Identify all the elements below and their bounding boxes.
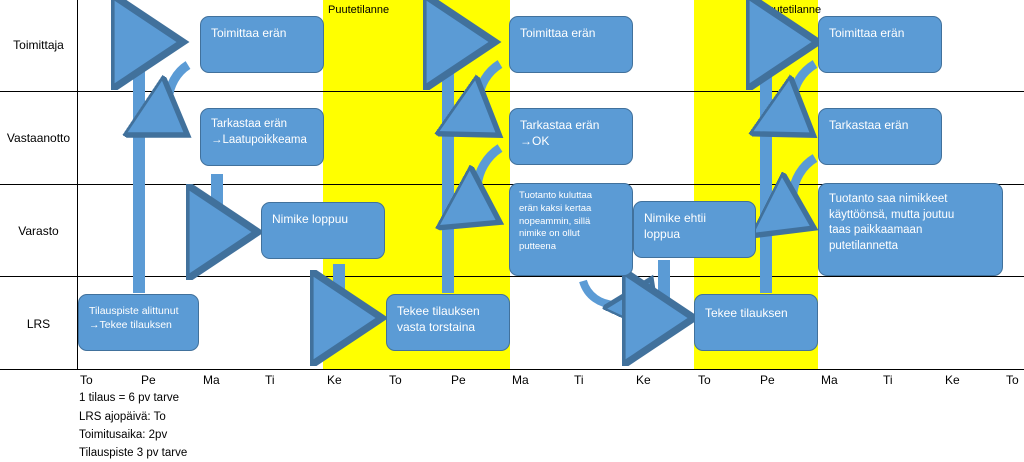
arrow-check-production-2 <box>793 154 815 224</box>
arrow-check-stock <box>217 174 246 232</box>
box-supplier-delivers-2: Toimittaa erän <box>509 16 633 73</box>
day-label: Ma <box>821 373 838 387</box>
day-label: Ti <box>574 373 584 387</box>
arrow-deliver-check-3 <box>793 60 818 130</box>
note-order-size: 1 tilaus = 6 pv tarve <box>79 392 180 404</box>
arrow-deliver-check-1 <box>168 61 188 130</box>
arrow-production-runout <box>579 281 648 305</box>
box-supplier-delivers-1: Toimittaa erän <box>200 16 324 73</box>
lane-label-lrs: LRS <box>26 317 51 331</box>
arrow-check-production <box>477 144 500 218</box>
shortage-label-1: Puutetilanne <box>328 4 390 16</box>
day-label: Pe <box>760 373 775 387</box>
lane-divider <box>0 276 1024 277</box>
day-label: Ke <box>636 373 651 387</box>
arrow-order-1 <box>139 42 171 293</box>
box-order-placed: Tekee tilauksen <box>694 294 818 351</box>
day-label: Ti <box>883 373 893 387</box>
arrow-deliver-check-2 <box>479 60 500 130</box>
lane-label-vastaanotto: Vastaanotto <box>6 131 71 145</box>
day-label: Ma <box>512 373 529 387</box>
day-label: To <box>389 373 402 387</box>
day-label: To <box>698 373 711 387</box>
day-label: Ke <box>327 373 342 387</box>
timeline-axis <box>0 369 1024 370</box>
day-label: Pe <box>141 373 156 387</box>
box-receiving-check-1: Tarkastaa erän →Laatupoikkeama <box>200 108 324 166</box>
box-supplier-delivers-3: Toimittaa erän <box>818 16 942 73</box>
arrow-runout-order <box>664 260 682 318</box>
note-delivery-time: Toimitusaika: 2pv <box>79 429 168 441</box>
box-item-runs-out: Nimike loppuu <box>261 202 385 259</box>
box-order-point-reached: Tilauspiste alittunut →Tekee tilauksen <box>78 294 199 351</box>
box-production-gets-items: Tuotanto saa nimikkeet käyttöönsä, mutta… <box>818 183 1003 276</box>
arrow-stock-lrs <box>339 264 370 318</box>
box-receiving-check-3: Tarkastaa erän <box>818 108 942 165</box>
day-label: Pe <box>451 373 466 387</box>
box-production-consumes: Tuotanto kuluttaa erän kaksi kertaa nope… <box>509 183 633 276</box>
note-lrs-run-day: LRS ajopäivä: To <box>79 411 166 423</box>
lane-divider <box>0 91 1024 92</box>
box-item-runs-out-again: Nimike ehtii loppua <box>633 201 756 258</box>
box-receiving-check-2: Tarkastaa erän →OK <box>509 108 633 165</box>
lane-label-divider <box>77 0 78 369</box>
note-order-point: Tilauspiste 3 pv tarve <box>79 447 188 459</box>
lane-label-toimittaja: Toimittaja <box>13 38 64 52</box>
lane-label-varasto: Varasto <box>18 224 59 238</box>
day-label: Ma <box>203 373 220 387</box>
day-label: To <box>80 373 93 387</box>
day-label: To <box>1006 373 1019 387</box>
day-label: Ke <box>945 373 960 387</box>
day-label: Ti <box>265 373 275 387</box>
box-order-thursday: Tekee tilauksen vasta torstaina <box>386 294 510 351</box>
